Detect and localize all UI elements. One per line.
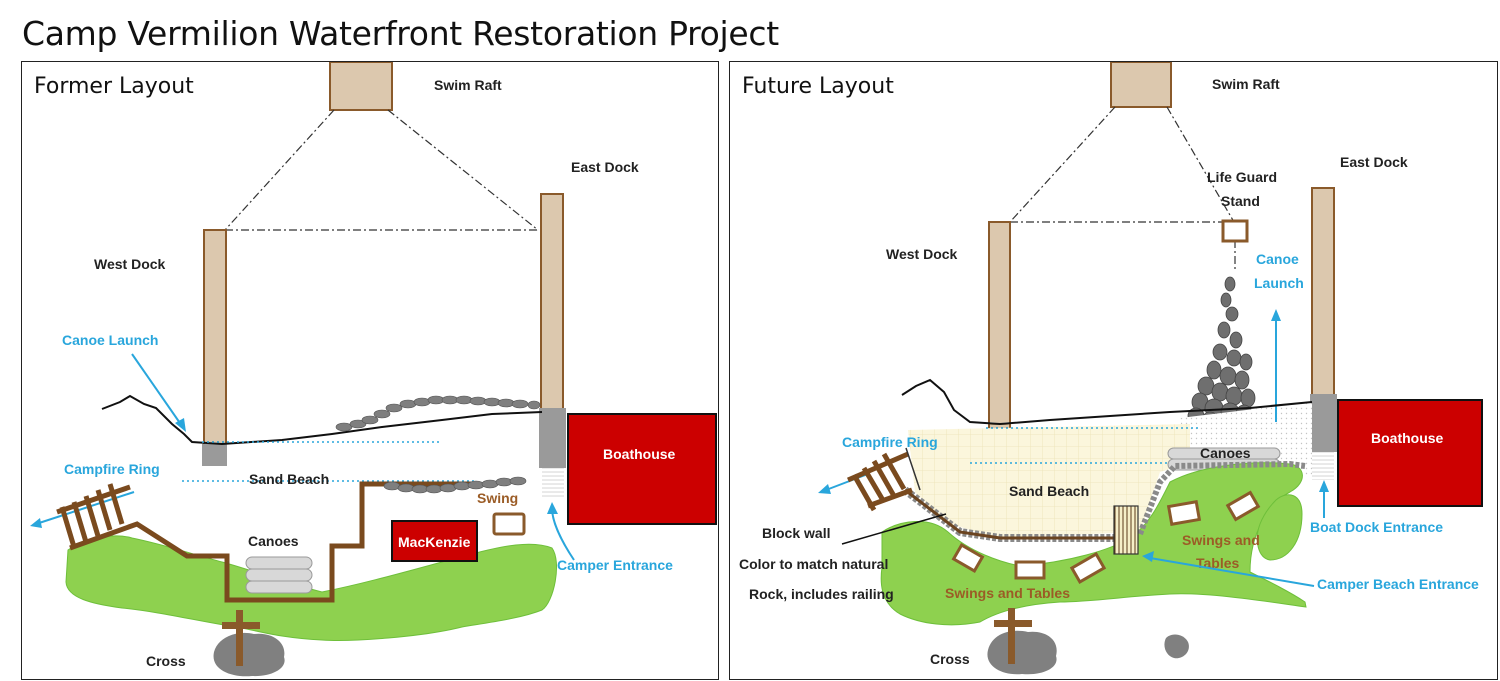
former-rock-line-2 (383, 476, 527, 494)
former-layout-panel: Former Layout Swim Raft West Dock East D… (21, 61, 719, 680)
former-campfire-arrow (35, 491, 135, 525)
future-campfire-arrowhead (818, 484, 831, 494)
future-layout-panel: Future Layout Swim Raft Life Guard Stand… (729, 61, 1498, 680)
future-swings-right (1166, 490, 1261, 527)
former-camper-entrance-label: Camper Entrance (557, 557, 673, 573)
former-canoe-launch-arrowhead (175, 418, 186, 432)
future-rock-pile (1187, 276, 1256, 431)
future-shoreline (901, 378, 1313, 426)
former-canoes (245, 556, 313, 594)
former-swing-label: Swing (477, 490, 518, 506)
former-campfire-arrowhead (30, 518, 42, 528)
former-cross-label: Cross (146, 653, 186, 669)
future-boat-dock-steps (1312, 452, 1334, 480)
future-boat-dock-entrance-label: Boat Dock Entrance (1310, 519, 1443, 535)
future-layout-diagram: Future Layout Swim Raft Life Guard Stand… (739, 62, 1483, 675)
former-heading: Former Layout (34, 74, 194, 99)
former-east-dock-base (539, 408, 566, 468)
future-camper-beach-arrowhead (1142, 551, 1154, 562)
future-swings-tables-left-label: Swings and Tables (945, 585, 1070, 601)
future-block-wall-right (1137, 460, 1306, 536)
former-swing (492, 512, 526, 536)
former-swim-lines (224, 109, 539, 231)
future-boathouse (1337, 399, 1483, 507)
former-shoreline (101, 394, 543, 446)
former-boathouse (567, 413, 717, 525)
future-camper-beach-arrow (1149, 557, 1315, 587)
future-life-guard-label-2: Stand (1221, 193, 1260, 209)
former-east-dock (540, 193, 564, 411)
former-cross-rock (213, 632, 285, 677)
former-campfire-ring-label: Campfire Ring (64, 461, 160, 477)
future-block-wall-label-1: Block wall (762, 525, 830, 541)
future-canoe-launch-label-1: Canoe (1256, 251, 1299, 267)
former-sand-beach-label: Sand Beach (249, 471, 329, 487)
former-layout-diagram: Former Layout Swim Raft West Dock East D… (30, 62, 717, 677)
future-canoe-launch-label-2: Launch (1254, 275, 1304, 291)
former-west-dock-label: West Dock (94, 256, 166, 272)
future-swim-lines (1009, 106, 1236, 272)
former-mackenzie-label: MacKenzie (398, 534, 471, 550)
future-cross-label: Cross (930, 651, 970, 667)
future-west-dock (988, 221, 1011, 433)
former-cross-bar (222, 622, 260, 629)
former-mackenzie-building (391, 520, 478, 562)
future-boat-dock-arrowhead (1319, 480, 1329, 492)
former-east-dock-label: East Dock (571, 159, 639, 175)
future-boathouse-label: Boathouse (1371, 430, 1444, 446)
future-east-dock-label: East Dock (1340, 154, 1408, 170)
future-canoes-label: Canoes (1200, 445, 1251, 461)
future-west-dock-label: West Dock (886, 246, 958, 262)
future-swings-left (951, 543, 1107, 584)
future-cross-rock (987, 630, 1057, 675)
former-canoes-label: Canoes (248, 533, 299, 549)
former-west-dock-base (202, 444, 227, 466)
former-swim-raft (329, 62, 393, 111)
future-sand-beach-label: Sand Beach (1009, 483, 1089, 499)
future-cross-post (1008, 608, 1015, 664)
future-stairs (1113, 505, 1139, 555)
former-camper-entrance-arrowhead (547, 502, 558, 514)
future-campfire-ring-label: Campfire Ring (842, 434, 938, 450)
future-campfire-pointer (905, 447, 921, 491)
future-block-wall-label-3: Rock, includes railing (749, 586, 894, 602)
future-swim-raft (1110, 62, 1172, 108)
former-path (69, 481, 472, 603)
future-cross-bar (994, 620, 1032, 627)
future-life-guard-stand (1221, 219, 1249, 243)
former-canoe-launch-arrow (131, 353, 183, 427)
former-cross-post (236, 610, 243, 666)
future-block-wall-pointer (841, 513, 947, 545)
former-campfire-ring (56, 483, 131, 548)
future-camper-beach-entrance-label: Camper Beach Entrance (1317, 576, 1479, 592)
former-rock-line (335, 395, 541, 432)
former-west-dock (203, 229, 227, 449)
future-grass-island (1256, 494, 1303, 561)
future-east-dock (1311, 187, 1335, 397)
future-heading: Future Layout (742, 74, 894, 99)
former-camper-entrance-steps (542, 468, 564, 498)
former-boathouse-label: Boathouse (603, 446, 676, 462)
future-life-guard-label-1: Life Guard (1207, 169, 1277, 185)
future-block-wall-railing (904, 488, 1115, 540)
future-small-rock (1164, 634, 1189, 659)
future-canoe-launch-arrowhead (1271, 309, 1281, 321)
former-swim-raft-label: Swim Raft (434, 77, 502, 93)
former-canoe-launch-label: Canoe Launch (62, 332, 158, 348)
future-swim-raft-label: Swim Raft (1212, 76, 1280, 92)
future-swings-tables-right-label-1: Swings and (1182, 532, 1260, 548)
future-campfire-ring (847, 451, 913, 512)
future-east-dock-base (1310, 394, 1337, 452)
page-title: Camp Vermilion Waterfront Restoration Pr… (22, 14, 779, 53)
future-block-wall-label-2: Color to match natural (739, 556, 888, 572)
